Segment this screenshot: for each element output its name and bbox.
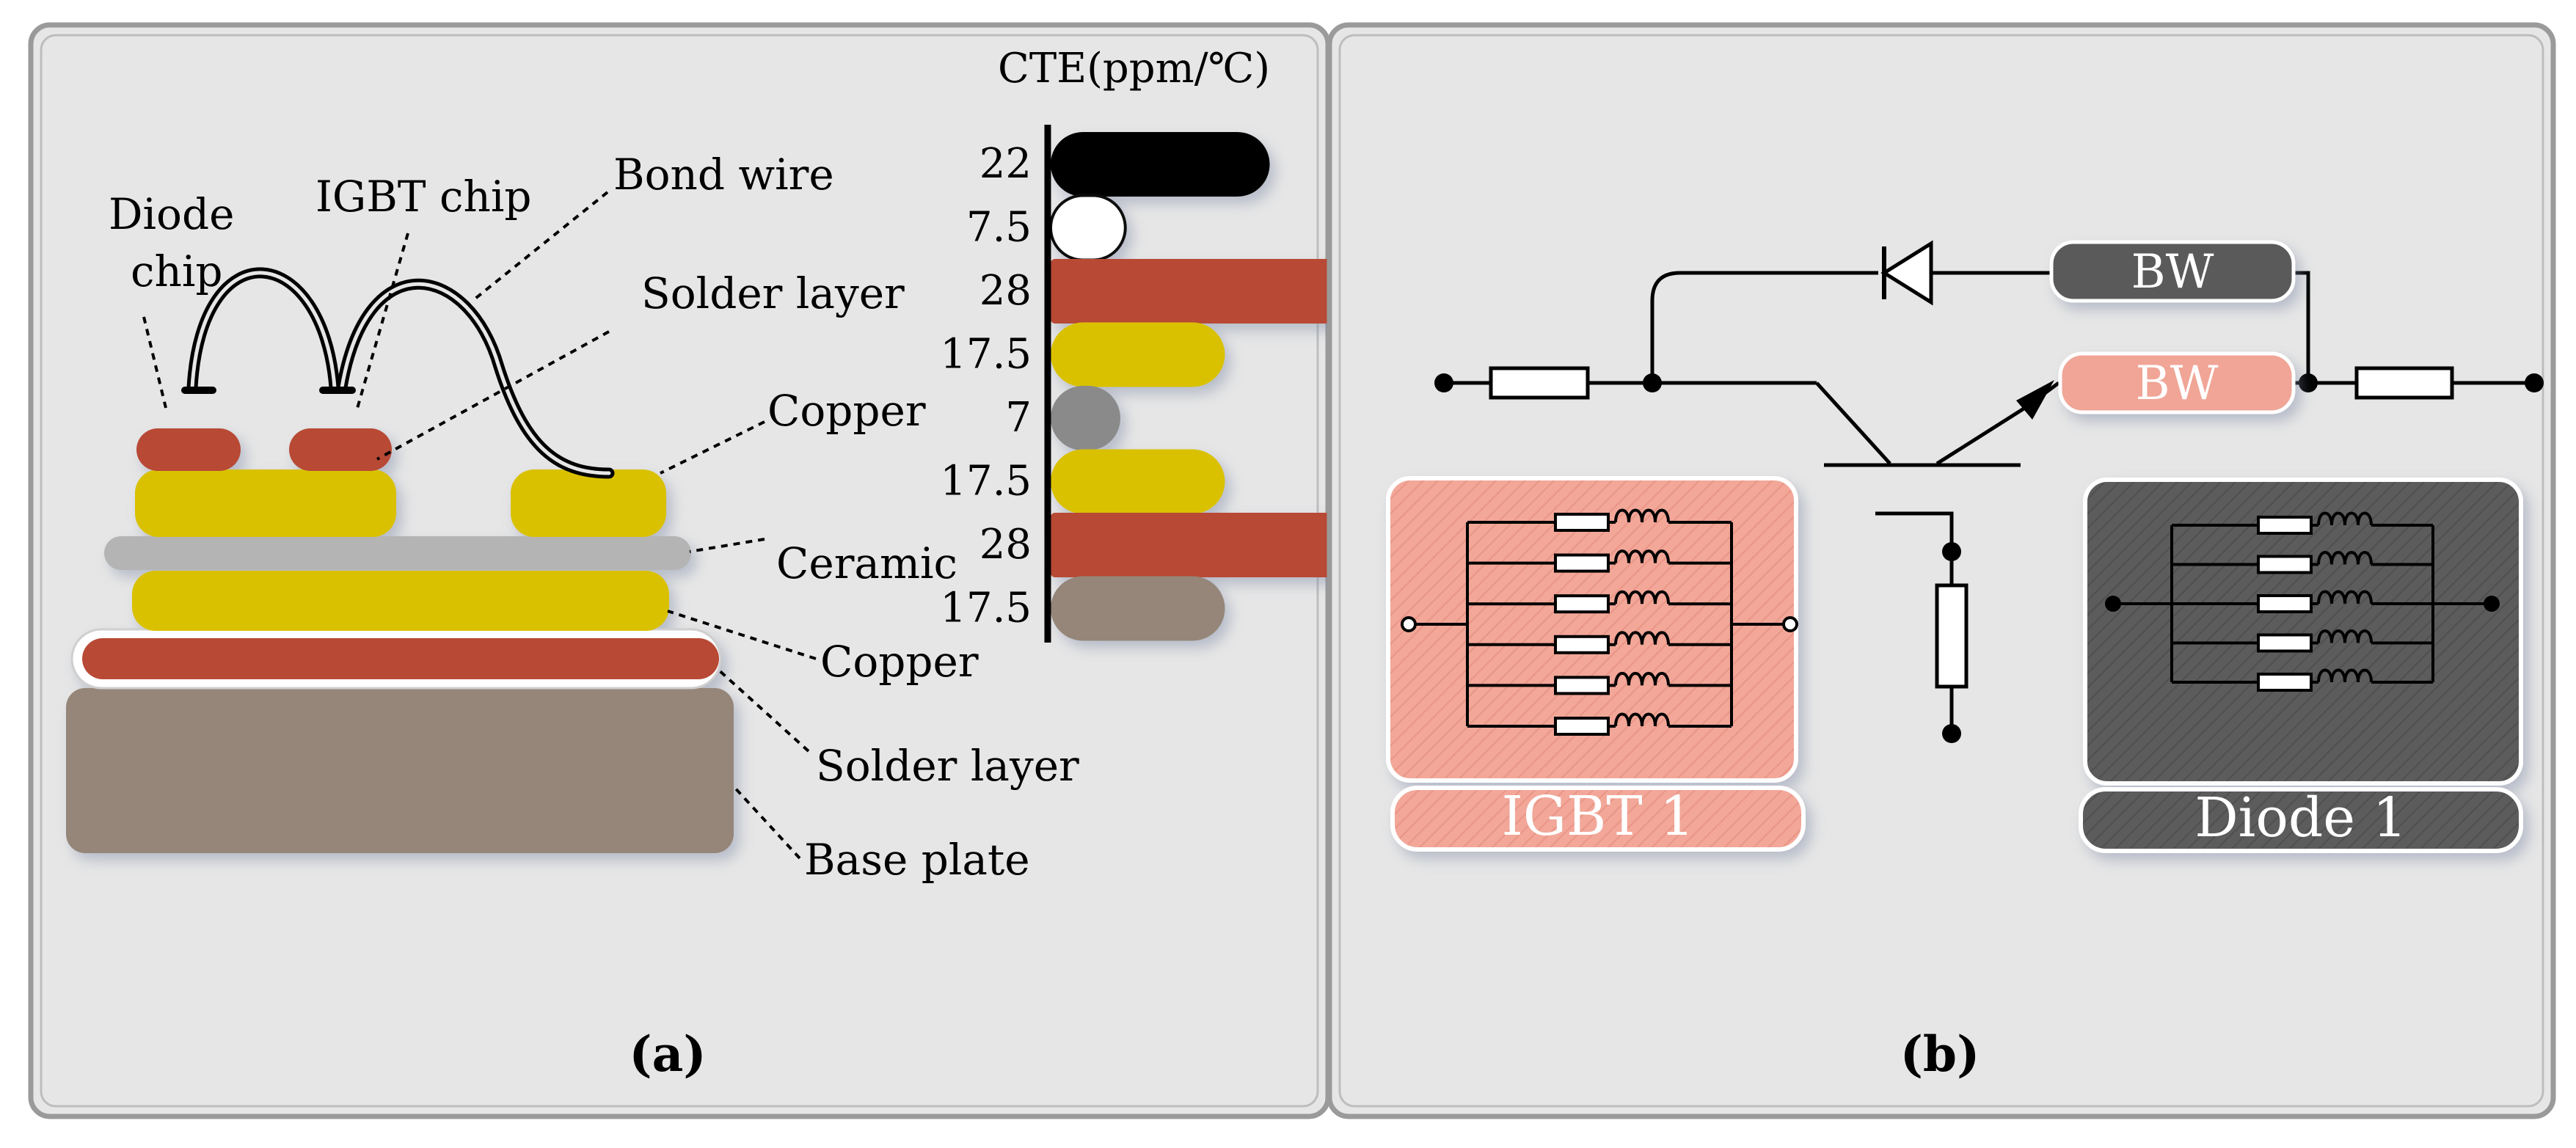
igbt-block-label: IGBT 1 [1502,785,1695,848]
panel-b-inner-frame [1338,34,2544,1108]
ceramic-layer [104,536,691,570]
solder-layer-top-label: Solder layer [641,268,905,318]
cte-bar-label: 17.5 [940,458,1032,505]
panel-b: BW BW IGBT 1 Diode 1 (b) [1327,22,2556,1119]
circuit-components [1434,240,2544,743]
copper-bottom [132,571,669,631]
copper-top-left [135,469,396,537]
bw-bottom [2058,351,2296,414]
ceramic-label: Ceramic [776,538,957,588]
cte-bars [1049,132,1344,641]
solder-layer-bottom [82,638,719,679]
module-stack [66,428,734,853]
diode-block-label: Diode 1 [2194,786,2407,849]
base-plate-label: Base plate [804,835,1030,885]
cte-bar [1051,386,1120,450]
cte-bar [1051,576,1225,641]
cte-bar-label: 22 [979,140,1032,188]
panel-a-caption: (a) [629,1025,706,1083]
cte-bar-label: 17.5 [940,331,1032,379]
cte-bar-label: 28 [979,267,1032,315]
igbt-chip-solder [289,428,392,471]
diode-chip-label-line2: chip [131,246,223,296]
resistor-right [2354,366,2454,400]
circuit-wires [1444,271,2534,734]
cte-scale: CTE(ppm/℃) 22 7.5 28 17.5 7 17.5 28 17.5 [940,45,1344,643]
diode-chip-solder [136,428,241,471]
cte-title: CTE(ppm/℃) [998,45,1270,92]
diode-rl-network [2105,511,2500,692]
leader-lines [142,191,817,860]
diode-symbol-icon [1880,240,1933,306]
cte-bar [1051,259,1344,323]
cte-labels: 22 7.5 28 17.5 7 17.5 28 17.5 [940,140,1032,632]
resistor-left [1489,366,1590,400]
cte-bar [1049,194,1127,262]
cte-bar-label: 7 [1005,394,1032,442]
copper-top-label: Copper [767,386,926,436]
bw-top-label: BW [2131,245,2214,299]
igbt-rl-network [1401,508,1798,736]
cte-bar [1051,513,1344,577]
bond-wire-label: Bond wire [613,150,834,200]
base-plate [66,688,734,853]
bw-top [2049,240,2296,303]
panel-b-caption: (b) [1900,1025,1980,1083]
copper-bottom-label: Copper [820,637,979,687]
diode-chip-label-line1: Diode [109,189,234,239]
cte-bar-label: 7.5 [966,204,1032,252]
diode-block: Diode 1 [2079,478,2523,853]
igbt-chip-label: IGBT chip [315,172,532,222]
bw-bottom-label: BW [2136,357,2219,411]
resistor-vertical [1935,583,1969,689]
cte-bar [1051,132,1270,197]
igbt-block: IGBT 1 [1386,476,1806,852]
circuit-nodes [1434,373,2544,743]
panel-a: Diode chip IGBT chip Bond wire Solder la… [28,22,1344,1119]
copper-top-right [511,469,666,537]
cte-bar [1051,449,1225,514]
emitter-arrow-icon [2016,380,2054,420]
solder-layer-bottom-label: Solder layer [816,741,1079,791]
cte-bar-label: 28 [979,521,1032,568]
cte-bar-label: 17.5 [940,585,1032,632]
bond-wire [181,267,615,479]
panel-a-labels: Diode chip IGBT chip Bond wire Solder la… [109,150,1079,885]
cte-bar [1051,322,1225,387]
